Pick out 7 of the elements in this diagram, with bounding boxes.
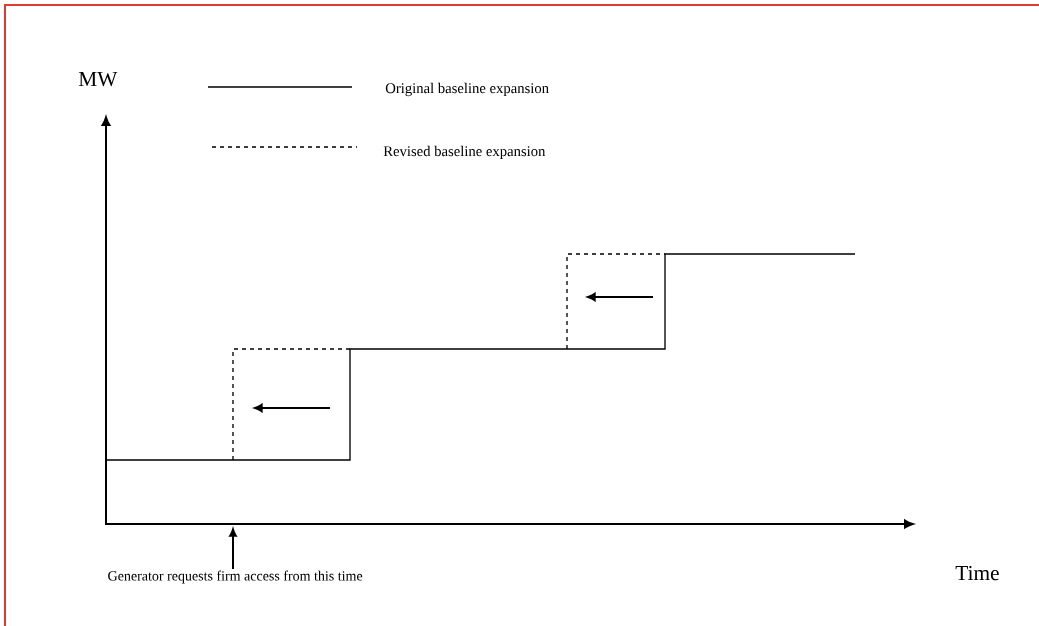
axis-label: Time	[955, 565, 999, 581]
annotation-text: Generator requests firm access from this time	[108, 570, 363, 584]
axis	[104, 519, 914, 529]
legend-text: Revised baseline expansion	[383, 145, 546, 160]
axis-label: MW	[78, 72, 118, 87]
legend-text: Original baseline expansion	[385, 82, 549, 97]
leader-arrow	[229, 528, 237, 570]
